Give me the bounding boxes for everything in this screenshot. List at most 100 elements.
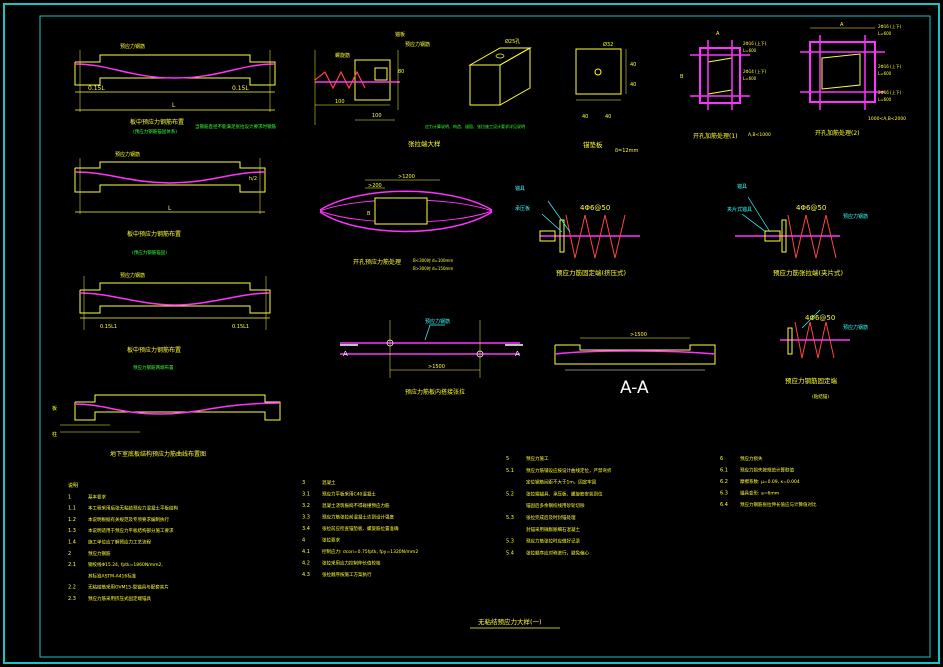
note-text: 本工程采用后张无粘结预应力混凝土平板结构: [88, 505, 178, 512]
note-number: 3.2: [302, 503, 310, 509]
note-text: 张拉端锚具、承压板、螺旋筋安装到位: [526, 490, 603, 497]
opening-plan-title: 开孔预应力筋处理: [353, 258, 401, 266]
note-text: 摩擦系数: μ=0.09, κ=0.004: [740, 478, 800, 485]
fixed3-subtitle: (粘结锚): [812, 393, 829, 400]
opening-plan-dim-2: >1200: [398, 174, 415, 180]
section-aa: >1500 A-A: [554, 332, 716, 398]
opening1-note-3: 2Φ14 (上下): [743, 68, 767, 74]
fixed1-label-1: 锚具: [515, 185, 525, 192]
fixed-end-1: 锚具 承压板 4Φ6@50 预应力筋固定端(挤压式): [515, 185, 640, 277]
anchor-dim-1: 100: [335, 99, 345, 105]
opening1-note-2: L=600: [743, 48, 757, 53]
note-text: 控制应力: σcon=0.75fptk, fpy=1320N/mm2: [322, 548, 418, 555]
section-aa-dim: >1500: [630, 332, 647, 338]
note-number: 4: [302, 538, 305, 544]
opening2-condition: 1000<A,B<2000: [868, 116, 906, 122]
basement-label-b: 柱: [52, 431, 57, 438]
note-text: 混凝土: [322, 479, 336, 486]
slab1-note: 当钢筋直径不能满足张拉设计要求时钢筋: [195, 123, 276, 130]
section-aa-title: A-A: [620, 378, 649, 398]
opening2-title: 开孔加筋处理(2): [815, 129, 860, 137]
note-text: 张拉顺序按施工方案执行: [322, 571, 372, 578]
fixed2-label-2: 夹片式锚具: [727, 206, 752, 213]
opening1-side: B: [680, 74, 684, 80]
note-number: 5.3: [506, 515, 514, 521]
note-text: 张拉完成后及时封锚处理: [526, 514, 576, 521]
opening1-note-1: 2Φ16 (上下): [743, 40, 767, 46]
fixed-end-2: 锚具 夹片式锚具 4Φ6@50 预应力钢筋 预应力筋张拉端(夹片式): [727, 183, 868, 277]
opening1-condition: A,B<1000: [748, 132, 771, 138]
slab-mid-diagram-1: 预应力钢筋 0.15L 0.15L L 板中预应力钢筋布置 (预应力钢筋锚固体系…: [74, 43, 276, 135]
fixed2-title: 预应力筋张拉端(夹片式): [773, 268, 843, 277]
basement-title: 地下室底板结构预应力筋曲线布置图: [110, 450, 206, 458]
note-text: 无粘结筋采用OVM15-型锚具与配套夹片: [88, 584, 169, 591]
note-number: 6.3: [720, 491, 728, 497]
slab1-subtitle: (预应力钢筋锚固体系): [133, 128, 177, 135]
note-number: 6: [720, 456, 723, 462]
support-detail: A A >1500 预应力钢筋 预应力筋板内搭接张拉: [340, 318, 523, 396]
slab1-title: 板中预应力钢筋布置: [130, 118, 184, 126]
fixed2-label-1: 锚具: [737, 183, 747, 190]
note-number: 2: [68, 551, 71, 557]
note-text: 本说明根据有关规范及专项要求编制执行: [88, 516, 169, 523]
anchor-dim-3: 100: [372, 113, 382, 119]
note-text: 预应力损失: [740, 455, 763, 462]
slab3-subtitle: 预应力钢筋两端布置: [133, 364, 174, 371]
slab2-dim-right: h/2: [249, 176, 257, 182]
opening-plan-dim-1: >200: [368, 183, 382, 189]
anchor-note: 应力计算说明、构造、锚固、张拉施工设计要求详见说明: [425, 123, 525, 129]
note-number: 1.4: [68, 540, 76, 546]
note-number: 3.3: [302, 515, 310, 521]
slab1-dim-right: 0.15L: [232, 85, 249, 92]
opening1-title: 开孔加筋处理(1): [693, 132, 738, 140]
opening1-note-4: L=600: [743, 76, 757, 81]
plate-title: 锚垫板: [583, 140, 603, 149]
note-text: 预应力筋张拉前混凝土达到设计强度: [322, 514, 394, 521]
note-text: 张拉前应检查锚垫板、螺旋筋位置准确: [322, 525, 399, 532]
anchor-dim-2: 80: [398, 69, 404, 75]
note-text: 钢绞线Φ15.24, fptk=1860N/mm2,: [88, 561, 163, 568]
note-number: 5.2: [506, 491, 514, 497]
anchor-detail: 锚板 预应力钢筋 螺旋筋 100 80 100 应力计算说明、构造、锚固、张拉施…: [314, 31, 525, 148]
note-number: 6.1: [720, 468, 728, 474]
slab-mid-diagram-3: 预应力钢筋 0.15L1 0.15L1 板中预应力钢筋布置 预应力钢筋两端布置: [79, 272, 271, 371]
anchor-label-1: 锚板: [395, 31, 405, 38]
note-number: 5.4: [506, 550, 514, 556]
fixed-end-3: 4Φ6@50 预应力钢筋 预应力钢筋固定端 (粘结锚): [780, 309, 868, 400]
basement-label-a: 板: [52, 405, 57, 412]
support-dim: >1500: [428, 364, 445, 370]
slab2-span: L: [168, 205, 172, 212]
box-detail: Ø25孔: [468, 38, 532, 106]
note-text: 封锚采用微膨胀细石混凝土: [526, 526, 580, 533]
support-label-left: A: [343, 350, 348, 358]
note-text: 预应力钢筋张拉伸长值应与计算值对比: [740, 501, 817, 508]
note-number: 6.4: [720, 502, 728, 508]
drawing-title: 无粘结预应力大样(一): [478, 617, 542, 626]
note-number: 说明: [68, 482, 78, 489]
slab2-subtitle: (预应力钢筋锚固): [132, 249, 167, 256]
fixed3-title: 预应力钢筋固定端: [785, 376, 838, 385]
note-text: 其标准ASTM-A416标准: [88, 572, 137, 579]
anchor-plate: Ø32 40 40 40 40 锚垫板 δ=12mm: [575, 41, 638, 154]
note-number: 6.2: [720, 479, 728, 485]
plate-thickness: δ=12mm: [615, 148, 638, 154]
note-text: 预应力筋铺设应按设计曲线定位，严禁弯折: [526, 467, 612, 474]
note-text: 张拉采用应力控制伸长值校核: [322, 560, 381, 567]
note-text: 预应力筋采用挤压式固定端锚具: [88, 595, 151, 602]
fixed2-extra: 预应力钢筋: [843, 213, 868, 220]
note-number: 1.1: [68, 506, 76, 512]
opening-plan-note-2: B>300时 d=150mm: [413, 265, 453, 271]
anchor-title: 张拉端大样: [408, 139, 441, 148]
note-text: 锚固后多余钢绞线用砂轮切除: [526, 502, 585, 509]
note-text: 预应力平板采用C40混凝土: [322, 491, 376, 498]
opening1-top: A: [716, 31, 720, 37]
note-number: 5.3: [506, 539, 514, 545]
inner-border: [39, 15, 931, 658]
note-text: 施工单位应了解预应力工艺流程: [88, 539, 151, 546]
support-label-right: A: [515, 350, 520, 358]
